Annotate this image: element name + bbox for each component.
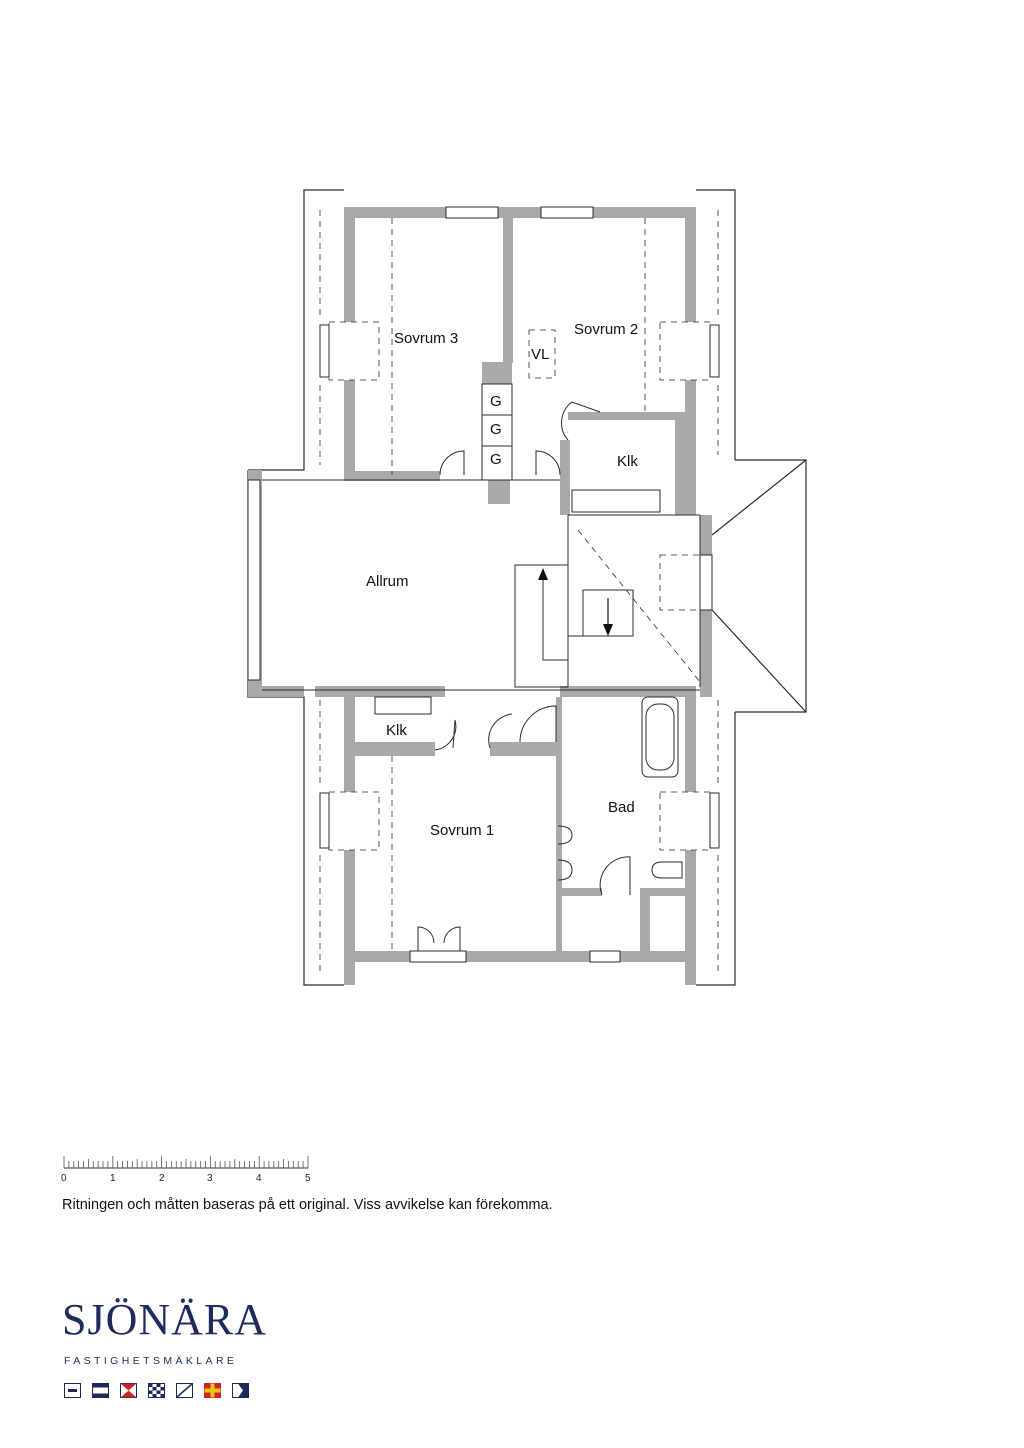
scale-tick-2: 2	[159, 1173, 165, 1184]
room-label-vl: VL	[531, 346, 549, 363]
scale-tick-4: 4	[256, 1173, 262, 1184]
signal-flag-4-icon	[148, 1383, 165, 1398]
walls	[248, 207, 712, 985]
signal-flag-2-icon	[92, 1383, 109, 1398]
disclaimer-text: Ritningen och måtten baseras på ett orig…	[62, 1197, 553, 1213]
room-label-klk-upper: Klk	[617, 453, 638, 470]
room-label-klk-lower: Klk	[386, 722, 407, 739]
scale-tick-0: 0	[61, 1173, 67, 1184]
room-label-g2: G	[490, 421, 502, 438]
scale-tick-5: 5	[305, 1173, 311, 1184]
room-label-sovrum3: Sovrum 3	[394, 330, 458, 347]
scale-tick-1: 1	[110, 1173, 116, 1184]
signal-flag-5-icon	[176, 1382, 193, 1399]
dashed-lines	[319, 210, 719, 975]
stair-arrows	[538, 568, 613, 636]
scale-tick-3: 3	[207, 1173, 213, 1184]
outer-outline	[247, 189, 807, 986]
signal-flag-6-icon	[204, 1383, 221, 1398]
signal-flags	[64, 1382, 249, 1399]
stair-down-arrow-icon	[603, 624, 613, 636]
brand-logo-name: SJÖNÄRA	[62, 1295, 268, 1344]
room-label-allrum: Allrum	[366, 573, 409, 590]
signal-flag-1-icon	[64, 1383, 81, 1398]
room-label-g1: G	[490, 393, 502, 410]
thin-lines	[247, 206, 720, 963]
signal-flag-3-icon	[120, 1383, 137, 1398]
scale-bar: 0 1 2 3 4 5	[61, 1156, 311, 1184]
room-label-g3: G	[490, 451, 502, 468]
stair-up-arrow-icon	[538, 568, 548, 580]
room-label-sovrum1: Sovrum 1	[430, 822, 494, 839]
brand-tagline: FASTIGHETSMÄKLARE	[64, 1355, 238, 1367]
room-label-sovrum2: Sovrum 2	[574, 321, 638, 338]
signal-flag-7-icon	[232, 1383, 249, 1398]
room-label-bad: Bad	[608, 799, 635, 816]
